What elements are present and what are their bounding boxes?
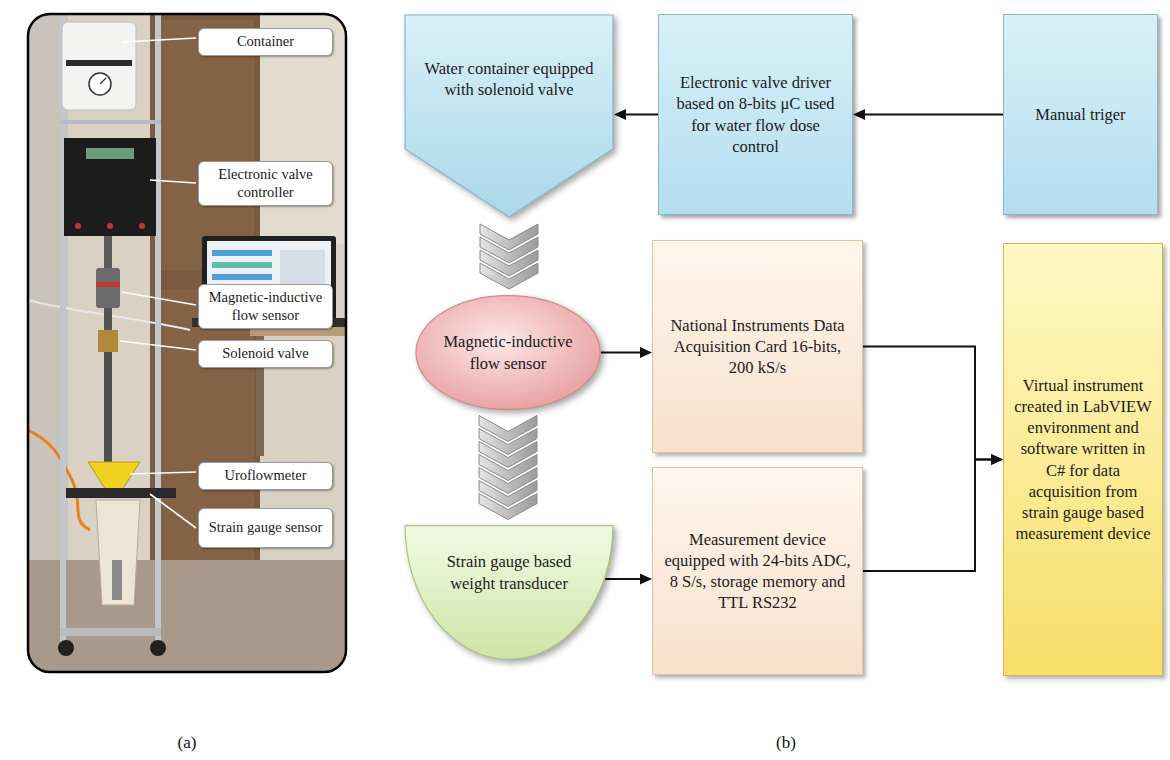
node-text: Container — [237, 33, 294, 50]
node-text: Magnetic-inductive flow sensor — [439, 331, 577, 373]
connector-line — [863, 347, 993, 460]
photo-frame — [28, 14, 346, 672]
photo-label: Solenoid valve — [198, 340, 333, 368]
photo-scene — [28, 14, 346, 672]
photo-label: Container — [198, 28, 333, 56]
process-box: Measurement device equipped with 24-bits… — [652, 467, 863, 675]
photo-label: Strain gauge sensor — [198, 508, 333, 548]
node-text: Strain gauge based weight transducer — [432, 551, 586, 593]
photo-label: Uroflowmeter — [198, 462, 333, 490]
connector-line — [624, 114, 658, 116]
sensor-ellipse: Magnetic-inductive flow sensor — [415, 295, 601, 410]
connector-line — [605, 578, 642, 580]
node-text: Solenoid valve — [222, 345, 309, 362]
arrow-head — [640, 574, 652, 585]
arrow-head — [614, 109, 626, 120]
node-text: Virtual instrument created in LabVIEW en… — [1012, 375, 1154, 544]
node-text: Magnetic-inductive flow sensor — [203, 289, 328, 324]
process-box: Manual triger — [1003, 14, 1158, 215]
flow-chevrons — [479, 416, 537, 520]
panel-caption: (a) — [150, 733, 224, 753]
software-box: Virtual instrument created in LabVIEW en… — [1003, 243, 1163, 676]
connector-arrow — [853, 109, 1003, 120]
sensor-ellipse-outline — [415, 295, 601, 410]
leader-lines — [120, 38, 196, 528]
connector-line — [863, 460, 993, 572]
flow-chevron — [480, 263, 538, 289]
arrow-head — [991, 454, 1003, 465]
flow-chevron — [479, 494, 537, 520]
connector-line — [601, 352, 642, 354]
connector-arrow — [863, 347, 1003, 466]
node-text: National Instruments Data Acquisition Ca… — [663, 315, 852, 378]
photo-label: Electronic valve controller — [198, 161, 333, 206]
node-text: Electronic valve controller — [203, 166, 328, 201]
process-box: National Instruments Data Acquisition Ca… — [652, 240, 863, 453]
panel-caption: (b) — [749, 733, 823, 753]
connector-arrow — [605, 574, 652, 585]
node-text: Measurement device equipped with 24-bits… — [663, 529, 852, 613]
arrow-head — [640, 347, 652, 358]
photo-label: Magnetic-inductive flow sensor — [198, 284, 333, 329]
node-text: Strain gauge sensor — [209, 519, 323, 536]
connector-arrow — [863, 454, 1003, 571]
arrow-head — [853, 109, 865, 120]
connector-arrow — [614, 109, 658, 120]
container-pentagon-outline — [404, 14, 614, 218]
process-box: Electronic valve driver based on 8-bits … — [658, 14, 853, 215]
connector-line — [863, 114, 1003, 116]
node-text: Uroflowmeter — [224, 467, 306, 484]
transducer-bowl: Strain gauge based weight transducer — [404, 525, 614, 660]
flow-chevrons — [480, 224, 538, 289]
arrow-head — [991, 454, 1003, 465]
node-text: Water container equipped with solenoid v… — [418, 58, 600, 100]
container-pentagon: Water container equipped with solenoid v… — [404, 14, 614, 218]
connector-arrow — [601, 347, 652, 358]
node-text: Manual triger — [1035, 104, 1125, 125]
node-text: Electronic valve driver based on 8-bits … — [669, 72, 842, 156]
